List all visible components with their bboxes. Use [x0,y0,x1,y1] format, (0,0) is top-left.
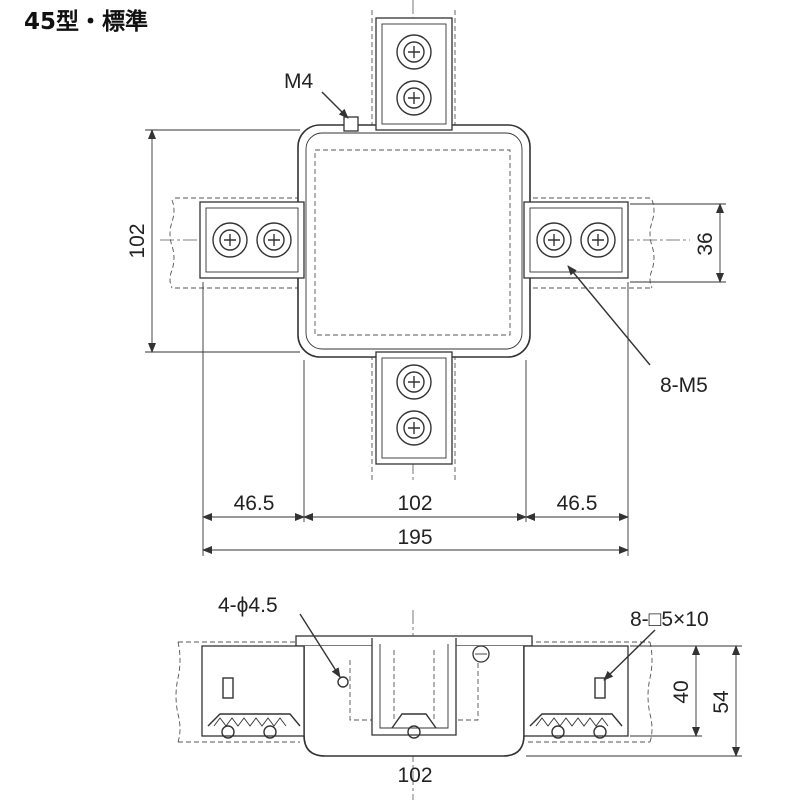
dim-left-465: 46.5 [234,492,275,515]
dim-height-102: 102 [126,223,149,258]
clamp-bottom [375,351,453,465]
dim-side-54: 54 [710,690,733,714]
dim-center-102: 102 [397,492,432,515]
hole-label: 4-ϕ4.5 [218,594,278,617]
clamp-top [375,17,453,131]
mount-hole [337,676,349,688]
dim-right-465: 46.5 [557,492,598,515]
m4-screw [343,116,359,132]
top-view: M4 8-M5 102 36 46.5 102 46.5 195 [126,0,726,800]
m4-label: M4 [284,70,313,93]
drawing-title: 45型・標準 [24,9,149,35]
clamp-left [199,201,305,279]
m5-label: 8-M5 [660,374,708,397]
side-clamp-left [201,645,305,739]
dim-side-40: 40 [670,680,693,703]
junction-box-body [297,124,531,358]
dim-bottom-102: 102 [397,764,432,787]
slot-label: 8-□5×10 [630,608,709,631]
clamp-right [523,201,629,279]
dim-total-195: 195 [397,526,432,549]
dim-clamp-36: 36 [694,232,717,255]
side-clamp-right [523,645,629,739]
side-view: 4-ϕ4.5 8-□5×10 102 40 54 [175,594,742,787]
